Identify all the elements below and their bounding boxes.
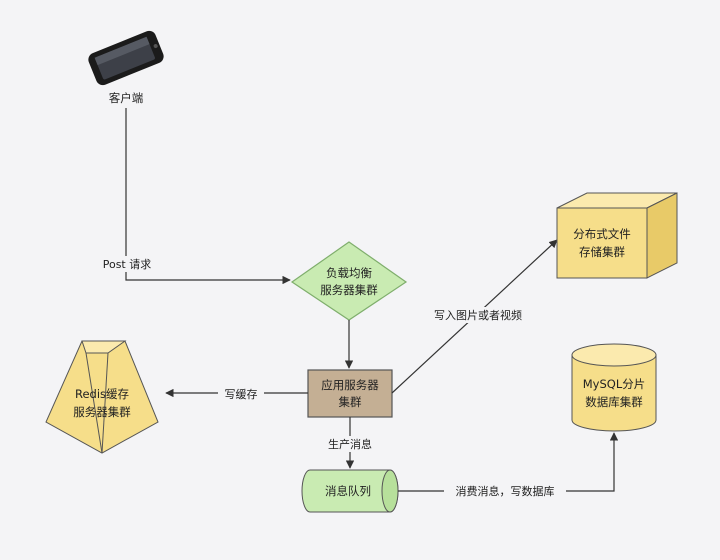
edge-label-produce: 生产消息 [328,437,372,451]
write-cache-label-bg [218,386,264,401]
dfs-label-2: 存储集群 [579,245,625,259]
queue-label: 消息队列 [325,484,371,498]
edge-label-consume: 消费消息，写数据库 [456,484,555,498]
mysql-node [571,343,657,432]
redis-label-1: Redis缓存 [75,387,129,401]
edge-post-request [125,108,291,285]
load-balancer-label-1: 负载均衡 [326,266,372,280]
dfs-node [556,192,678,279]
edge-label-write-media: 写入图片或者视频 [434,308,522,322]
mysql-label-1: MySQL分片 [583,377,646,391]
produce-label-bg [320,436,380,452]
app-server-label-1: 应用服务器 [321,378,379,392]
load-balancer-label-2: 服务器集群 [320,283,378,297]
post-label-bg [92,256,162,272]
app-server-label-2: 集群 [339,395,362,409]
edge-queue-to-mysql [398,432,619,492]
dfs-label-1: 分布式文件 [573,227,631,241]
redis-node [45,340,159,454]
client-label: 客户端 [109,91,144,105]
write-media-label-bg [424,307,532,323]
consume-label-bg [444,483,566,499]
load-balancer-node [290,241,408,321]
edge-label-write-cache: 写缓存 [225,387,258,401]
app-server-node [307,369,393,418]
mysql-label-2: 数据库集群 [585,395,643,409]
phone-icon [88,30,164,86]
edge-label-post: Post 请求 [103,258,152,271]
redis-label-2: 服务器集群 [73,405,131,419]
